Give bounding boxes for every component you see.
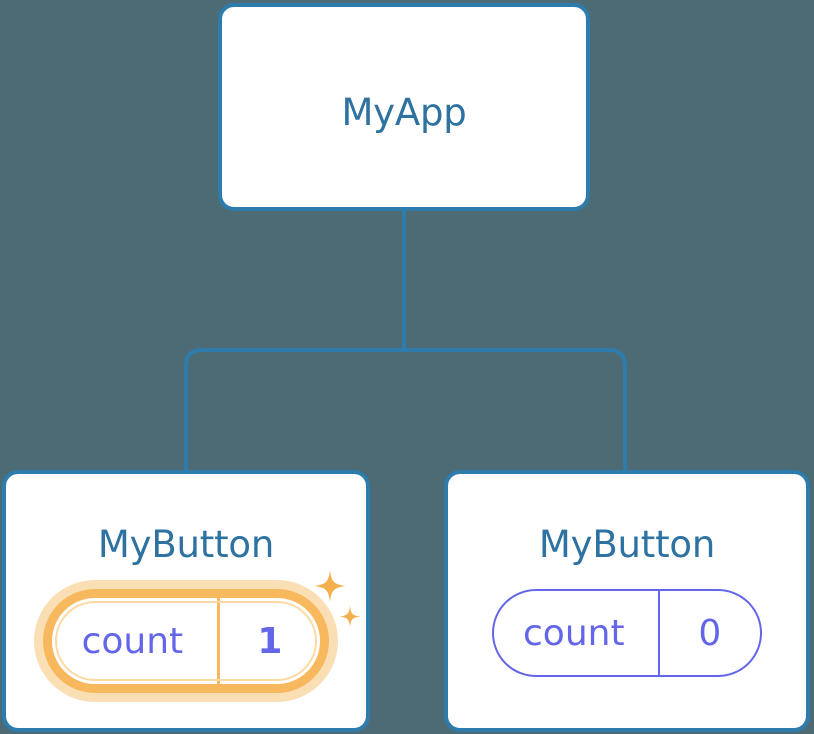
node-title: MyApp bbox=[341, 91, 467, 134]
connector-branch bbox=[184, 348, 627, 470]
node-card-mybutton-1[interactable]: MyButton count 1 bbox=[2, 470, 370, 732]
state-pill-wrapper: count 0 bbox=[448, 589, 806, 677]
node-card-myapp[interactable]: MyApp bbox=[218, 3, 590, 211]
node-title: MyButton bbox=[97, 523, 275, 566]
state-value: 1 bbox=[216, 598, 320, 684]
state-pill-highlighted[interactable]: count 1 bbox=[43, 570, 361, 693]
state-key: count bbox=[81, 620, 184, 662]
state-pill-wrapper: count 1 bbox=[6, 570, 366, 693]
node-title: MyButton bbox=[538, 523, 716, 566]
state-key: count bbox=[523, 612, 625, 654]
node-card-mybutton-2[interactable]: MyButton count 0 bbox=[444, 470, 810, 732]
state-pill[interactable]: count 0 bbox=[492, 589, 762, 677]
state-value: 0 bbox=[657, 591, 760, 675]
